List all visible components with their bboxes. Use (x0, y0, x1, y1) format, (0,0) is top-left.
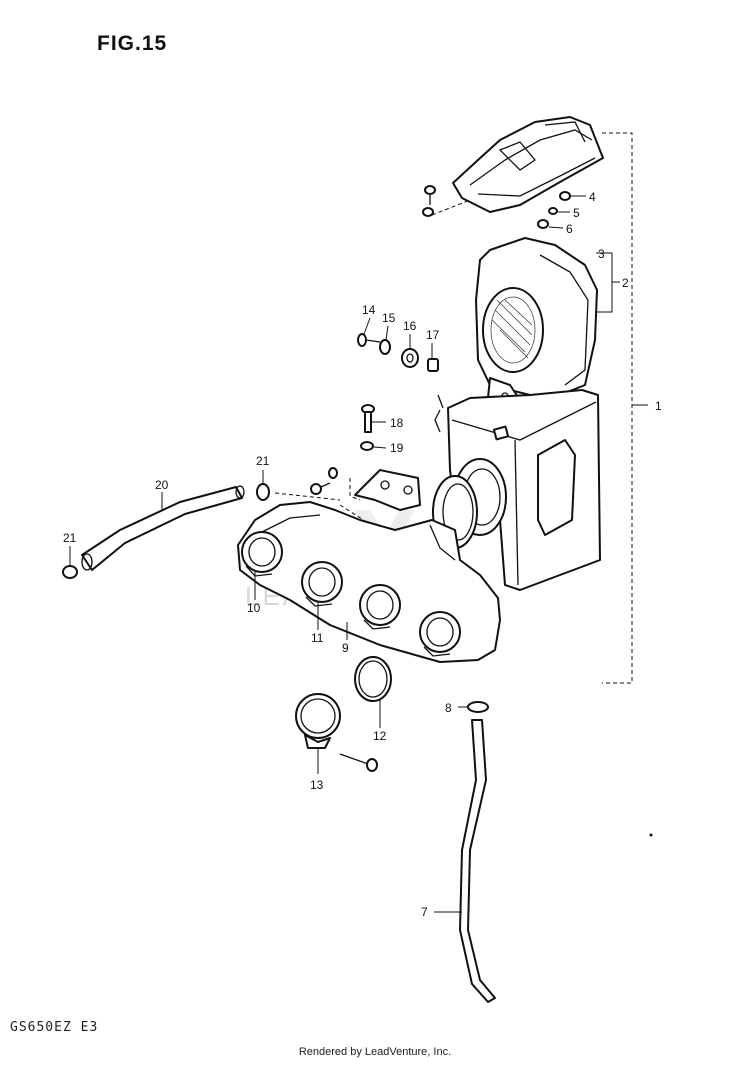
cap-screw (422, 185, 471, 217)
callout-15: 15 (382, 311, 396, 325)
callout-21-bottom: 21 (63, 531, 77, 545)
callout-19: 19 (390, 441, 404, 455)
mounting-bracket (349, 469, 421, 511)
intake-port-9 (359, 584, 401, 630)
render-credit: Rendered by LeadVenture, Inc. (298, 1046, 452, 1058)
callout-6: 6 (566, 222, 573, 236)
callout-7: 7 (421, 905, 428, 919)
intake-port-11 (301, 561, 343, 607)
callout-10: 10 (247, 601, 261, 615)
callout-4: 4 (589, 190, 596, 204)
callout-12: 12 (373, 729, 387, 743)
grommet-16 (401, 334, 419, 368)
callout-5: 5 (573, 206, 580, 220)
washer-6 (537, 219, 564, 229)
callout-17: 17 (426, 328, 440, 342)
intake-port-10 (241, 531, 283, 577)
callout-14: 14 (362, 303, 376, 317)
nut-19 (360, 441, 387, 451)
callout-11: 11 (311, 631, 324, 645)
callout-8: 8 (445, 701, 452, 715)
bolt-14 (357, 317, 381, 347)
small-screw (310, 467, 338, 495)
collar-17 (427, 343, 439, 372)
callout-1: 1 (655, 399, 662, 413)
screw-4 (559, 191, 586, 201)
callout-21-top: 21 (256, 454, 270, 468)
air-filter-element (475, 237, 598, 409)
bolt-18 (361, 404, 386, 433)
hose-clip-8 (458, 701, 489, 713)
callout-18: 18 (390, 416, 404, 430)
figure-title: FIG.15 (97, 32, 168, 55)
washer-15 (379, 325, 391, 355)
callout-3: 3 (598, 247, 605, 261)
hose-clip-21b (62, 546, 78, 579)
clamp-13 (295, 693, 378, 774)
clamp-12 (354, 656, 392, 728)
stray-mark (649, 833, 653, 837)
callout-9: 9 (342, 641, 349, 655)
air-cleaner-cap (452, 116, 604, 213)
assembly-bracket-2 (596, 252, 620, 313)
intake-port-4 (419, 611, 461, 657)
assembly-bracket-1 (602, 132, 648, 684)
callout-16: 16 (403, 319, 417, 333)
model-code: GS650EZ E3 (10, 1020, 99, 1035)
callout-13: 13 (310, 778, 324, 792)
washer-5 (548, 207, 570, 215)
callout-20: 20 (155, 478, 169, 492)
drain-hose-7 (434, 719, 496, 1003)
air-cleaner-case (434, 389, 601, 591)
callout-2: 2 (622, 276, 629, 290)
hose-clip-21a (256, 470, 341, 501)
breather-hose-20 (81, 485, 245, 571)
